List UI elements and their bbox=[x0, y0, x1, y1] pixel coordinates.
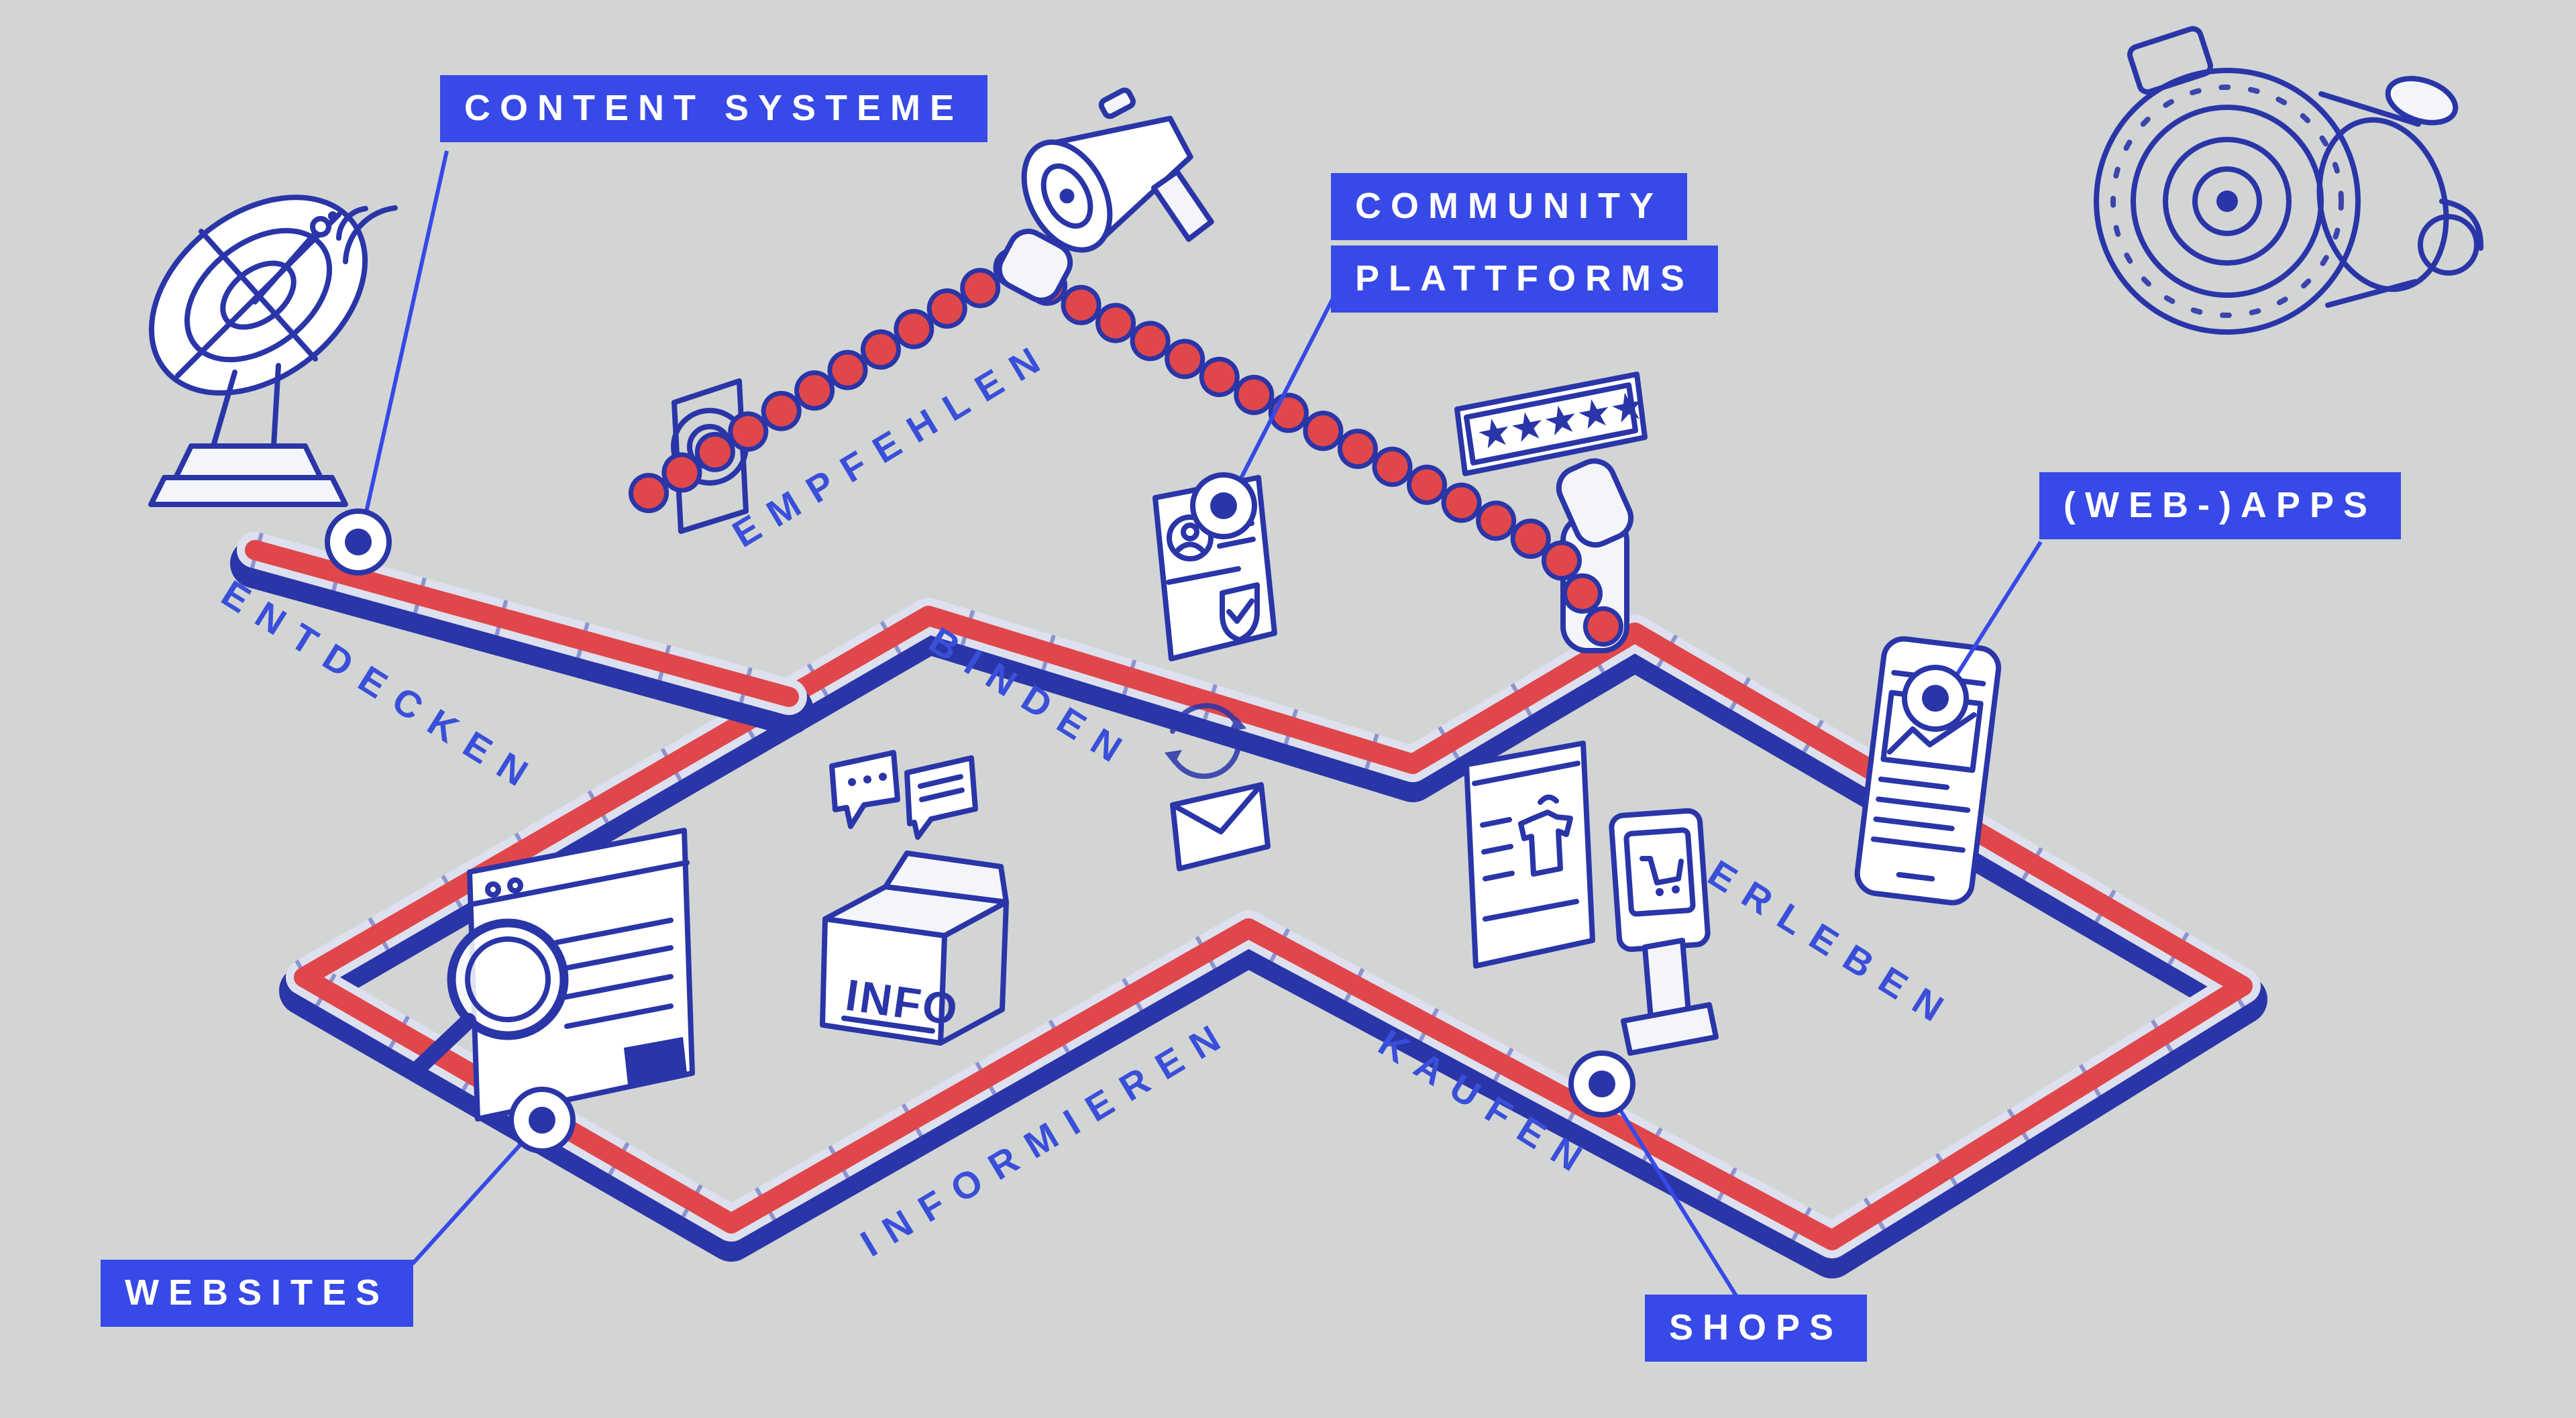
connector-line-content-systeme bbox=[360, 150, 449, 531]
envelope-icon bbox=[1170, 782, 1271, 871]
callout-shops: SHOPS bbox=[1645, 1295, 1868, 1362]
conveyor-belt-ramp bbox=[230, 532, 814, 735]
callout-content-systeme: CONTENT SYSTEME bbox=[440, 75, 988, 142]
conveyor-belt-loop bbox=[279, 598, 2267, 1278]
callout-websites: WEBSITES bbox=[101, 1260, 414, 1327]
callout-community-line2: PLATTFORMS bbox=[1331, 246, 1718, 313]
info-box-icon: INFO bbox=[820, 851, 1009, 1046]
callout-community-plattforms: COMMUNITY PLATTFORMS bbox=[1331, 173, 1718, 313]
sync-icon bbox=[1165, 703, 1246, 779]
chat-bubbles-icon bbox=[829, 750, 978, 840]
connector-dot-content-systeme bbox=[325, 508, 392, 576]
megaphone-icon bbox=[996, 87, 1214, 303]
browser-search-icon bbox=[409, 828, 695, 1122]
callout-web-apps: (WEB-)APPS bbox=[2039, 472, 2401, 539]
bead-chain bbox=[629, 243, 1630, 657]
star-rating-icon: ★★★★★ bbox=[1454, 372, 1650, 476]
connector-dot-community bbox=[1190, 472, 1257, 539]
connector-dot-shops bbox=[1568, 1050, 1635, 1117]
shop-window-icon bbox=[1464, 741, 1595, 969]
connector-dot-websites bbox=[508, 1087, 576, 1154]
callout-community-line1: COMMUNITY bbox=[1331, 173, 1687, 240]
connector-line-shops bbox=[1602, 1083, 1741, 1301]
kiosk-icon bbox=[1609, 808, 1719, 1056]
connector-line-community bbox=[1226, 294, 1336, 506]
connector-dot-web-apps bbox=[1902, 665, 1969, 732]
callout-connectors bbox=[360, 150, 2043, 1301]
connector-line-websites bbox=[411, 1120, 543, 1266]
connector-dots bbox=[325, 472, 1969, 1154]
gear-icon bbox=[2094, 25, 2484, 335]
satellite-dish-icon bbox=[148, 195, 398, 507]
